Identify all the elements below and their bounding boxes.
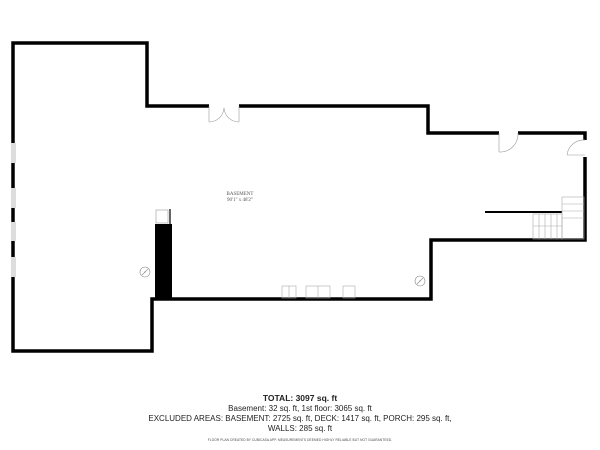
walls-area: WALLS: 285 sq. ft (267, 424, 333, 433)
room-dimensions: 90'1" x 48'2" (227, 198, 253, 203)
disclaimer: FLOOR PLAN CREATED BY CUBICASA APP. MEAS… (207, 438, 393, 442)
room-label-basement: BASEMENT 90'1" x 48'2" (200, 192, 280, 204)
double-door-icon (208, 104, 240, 123)
room-name: BASEMENT (226, 192, 254, 197)
electrical-panel-icon (414, 275, 426, 287)
stairs-icon (532, 196, 585, 240)
total-area: TOTAL: 3097 sq. ft (262, 393, 338, 403)
excluded-areas: EXCLUDED AREAS: BASEMENT: 2725 sq. ft, D… (148, 414, 452, 423)
wall-column (155, 224, 172, 299)
door-icon (498, 131, 519, 153)
floor-areas: Basement: 32 sq. ft, 1st floor: 3065 sq.… (228, 404, 372, 413)
appliances (281, 285, 356, 299)
column-box (155, 209, 169, 224)
door-icon (566, 139, 587, 157)
electrical-panel-icon (139, 266, 151, 278)
exterior-walls (11, 41, 587, 353)
windows-left-wall (11, 143, 16, 277)
